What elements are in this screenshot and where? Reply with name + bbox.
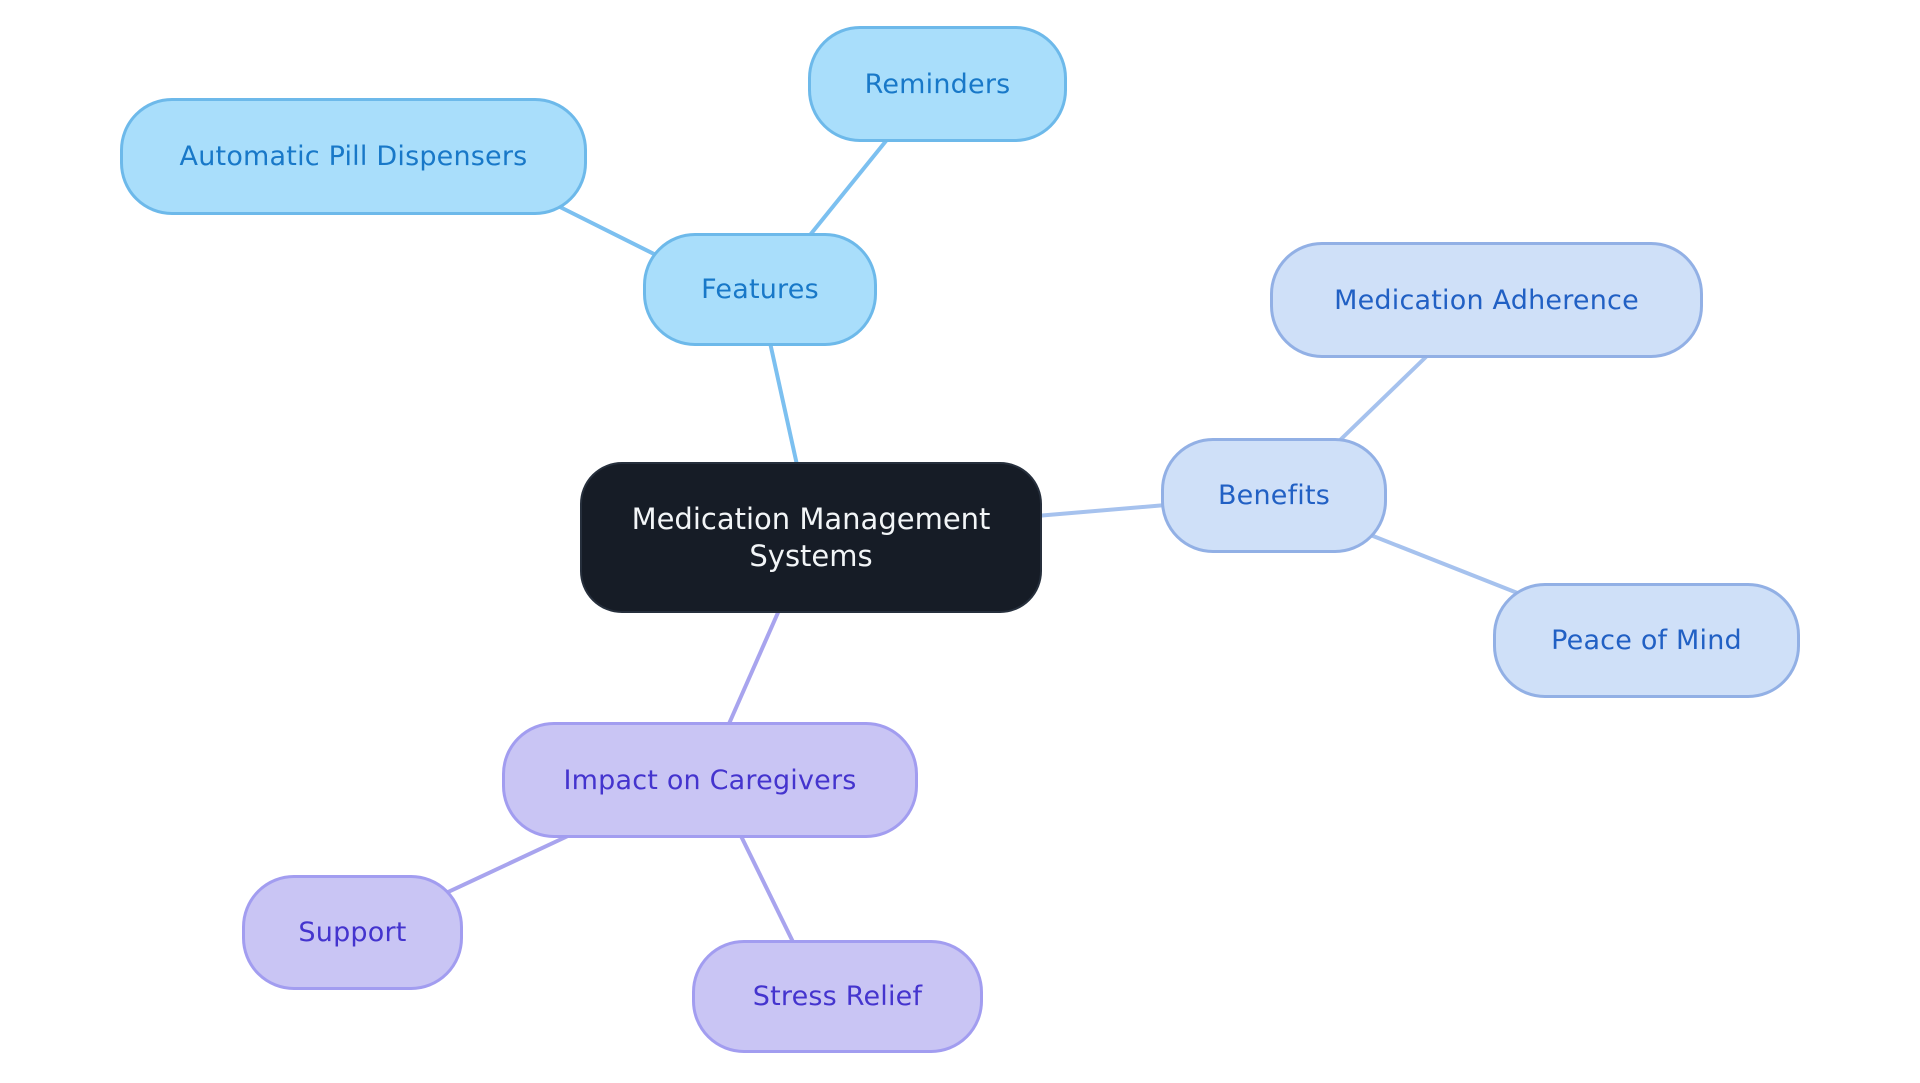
- node-features[interactable]: Features: [643, 233, 877, 346]
- node-label: Benefits: [1217, 480, 1331, 511]
- edge-impact-support: [445, 833, 571, 895]
- node-label: Stress Relief: [752, 981, 923, 1012]
- edge-features-reminders: [804, 134, 892, 242]
- node-reminders[interactable]: Reminders: [808, 26, 1067, 142]
- edge-benefits-adherence: [1334, 351, 1432, 446]
- node-label: Support: [298, 917, 407, 948]
- edge-central-benefits: [1035, 503, 1167, 518]
- node-label: Peace of Mind: [1551, 625, 1742, 656]
- node-peace-of-mind[interactable]: Peace of Mind: [1493, 583, 1800, 698]
- node-label: Automatic Pill Dispensers: [179, 141, 528, 172]
- node-benefits[interactable]: Benefits: [1161, 438, 1387, 553]
- node-impact-on-caregivers[interactable]: Impact on Caregivers: [502, 722, 918, 838]
- node-label: Medication Adherence: [1334, 284, 1639, 316]
- node-label: Features: [701, 274, 819, 305]
- node-label: Reminders: [864, 68, 1011, 100]
- edge-central-features: [767, 337, 801, 475]
- edge-impact-stress-relief: [738, 833, 797, 947]
- edge-central-impact: [726, 607, 782, 727]
- node-central-topic[interactable]: Medication Management Systems: [580, 462, 1042, 613]
- edge-benefits-peace-of-mind: [1367, 532, 1521, 596]
- node-label: Medication Management Systems: [631, 501, 991, 573]
- node-medication-adherence[interactable]: Medication Adherence: [1270, 242, 1703, 358]
- node-support[interactable]: Support: [242, 875, 463, 990]
- node-stress-relief[interactable]: Stress Relief: [692, 940, 983, 1053]
- node-automatic-pill-dispensers[interactable]: Automatic Pill Dispensers: [120, 98, 587, 215]
- edge-features-pill-dispensers: [557, 204, 663, 260]
- node-label: Impact on Caregivers: [563, 764, 857, 796]
